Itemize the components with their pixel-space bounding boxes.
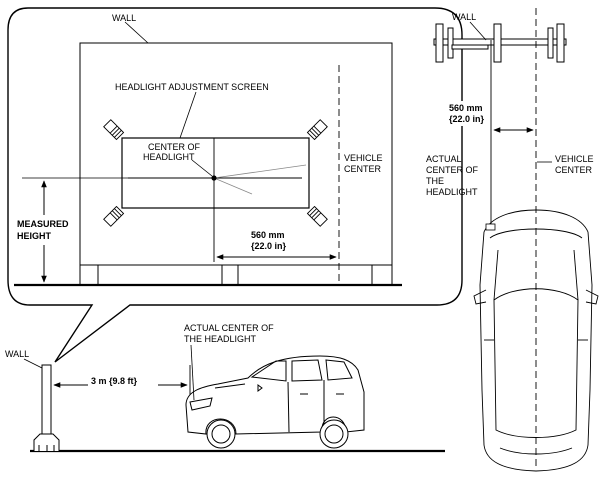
- top-view-wall: [433, 23, 567, 63]
- wall-side-label: WALL: [5, 349, 29, 359]
- wall-top-leader: [469, 21, 487, 41]
- car-side-view: [185, 355, 365, 449]
- center-of-headlight-label-1: CENTER OF: [148, 142, 201, 152]
- headlight-top-left: [485, 223, 496, 231]
- vehicle-center-label-screen-2: CENTER: [344, 164, 382, 174]
- distance-label: 3 m {9.8 ft}: [91, 376, 138, 386]
- top-dimension-in: {22.0 in}: [449, 114, 485, 124]
- wall-side-leader: [23, 358, 43, 369]
- side-wall-post: [33, 364, 60, 451]
- measured-height-label-2: HEIGHT: [17, 231, 52, 241]
- wall-callout-leader: [124, 21, 149, 44]
- actual-center-top-label-4: HEADLIGHT: [426, 187, 478, 197]
- wall-top-label: WALL: [452, 12, 476, 22]
- actual-center-top-label-1: ACTUAL: [426, 154, 462, 164]
- center-label-leader: [191, 159, 213, 177]
- center-of-headlight-label-2: HEADLIGHT: [143, 152, 195, 162]
- actual-center-side-leader: [190, 344, 195, 401]
- vehicle-center-top-label-1: VEHICLE: [555, 154, 594, 164]
- measured-height-label-1: MEASURED: [17, 219, 69, 229]
- actual-center-top-label-3: THE: [426, 176, 444, 186]
- vehicle-center-label-screen-1: VEHICLE: [344, 153, 383, 163]
- wall-panel: [14, 42, 402, 287]
- screen-label: HEADLIGHT ADJUSTMENT SCREEN: [115, 82, 269, 92]
- screen-dimension-in: {22.0 in}: [251, 241, 287, 251]
- screen-label-leader: [179, 91, 197, 139]
- actual-center-top-label-2: CENTER OF: [426, 165, 479, 175]
- actual-center-side-label-1: ACTUAL CENTER OF: [184, 323, 274, 333]
- wall-callout-label: WALL: [112, 13, 136, 23]
- top-dimension-mm: 560 mm: [449, 103, 483, 113]
- vehicle-center-top-label-2: CENTER: [555, 165, 593, 175]
- screen-dimension-mm: 560 mm: [251, 230, 285, 240]
- headlight-adjustment-screen: [103, 119, 328, 262]
- actual-center-side-label-2: THE HEADLIGHT: [184, 334, 257, 344]
